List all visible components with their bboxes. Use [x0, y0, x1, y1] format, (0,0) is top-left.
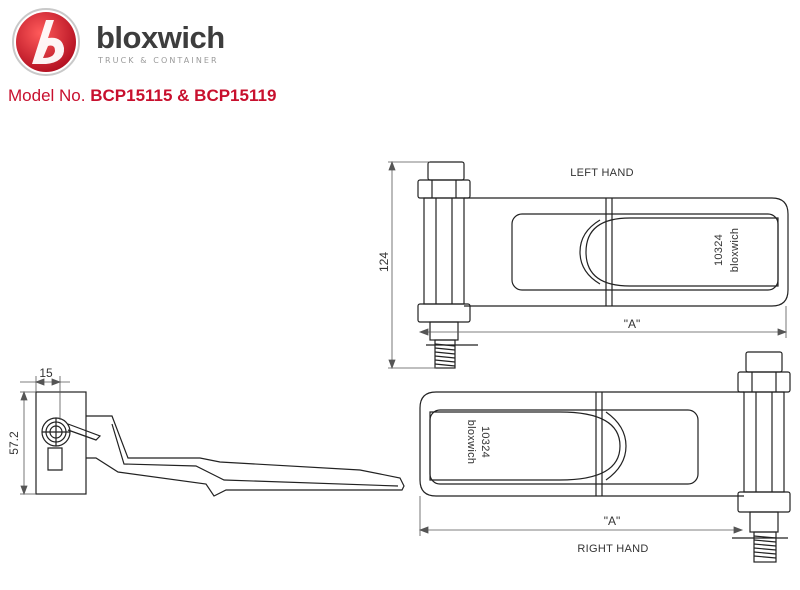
bloxwich-logo-icon [12, 8, 80, 76]
brand-logo: bloxwich TRUCK & CONTAINER [10, 6, 240, 78]
left-hand-label: LEFT HAND [570, 167, 634, 179]
dim-15 [20, 376, 70, 420]
dim-124 [388, 160, 436, 370]
model-numbers: BCP15115 & BCP15119 [90, 86, 277, 105]
model-prefix: Model No. [8, 86, 86, 105]
right-hand-hinge [419, 351, 791, 563]
dim-a-bottom-label: "A" [604, 514, 621, 528]
right-hand-label: RIGHT HAND [577, 543, 648, 555]
right-part-brand: bloxwich [465, 420, 477, 465]
dim-15-label: 15 [39, 366, 53, 380]
dim-124-label: 124 [377, 252, 391, 272]
brand-tagline: TRUCK & CONTAINER [98, 56, 219, 65]
dim-a-bottom [418, 496, 744, 536]
right-part-code: 10324 [479, 426, 491, 458]
model-line: Model No. BCP15115 & BCP15119 [8, 86, 276, 106]
dim-a-top-label: "A" [624, 317, 641, 331]
side-view [35, 391, 405, 497]
brand-name: bloxwich [96, 20, 225, 55]
left-part-brand: bloxwich [729, 228, 741, 273]
left-hand-hinge [417, 161, 789, 369]
left-part-code: 10324 [713, 234, 725, 266]
dim-57-2-label: 57.2 [7, 431, 21, 455]
dim-a-top [418, 306, 788, 338]
dim-57-2 [20, 390, 36, 496]
